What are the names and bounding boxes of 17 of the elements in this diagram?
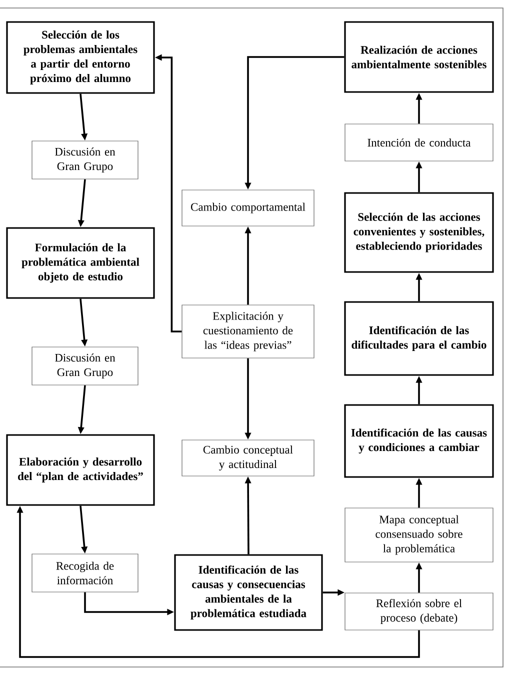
intermediate-box: Cambio comportamental (182, 190, 314, 226)
intermediate-box: Intención de conducta (344, 124, 494, 162)
process-box: Identificación de las causas y condiciones a cambiar (344, 404, 494, 478)
process-box: Formulación de la problemática ambiental objeto de estudio (6, 227, 155, 299)
intermediate-box: Explicitación y cuestionamiento de las “ideas previas” (182, 304, 314, 358)
process-box: Realización de acciones ambientalmente sostenibles (344, 21, 494, 93)
process-box: Selección de las acciones convenientes y sostenibles, estableciendo prioridades (344, 192, 494, 273)
process-box: Selección de los problemas ambientales a partir del entorno próximo del alumno (6, 21, 155, 94)
intermediate-box: Discusión en Gran Grupo (32, 346, 138, 386)
intermediate-box: Discusión en Gran Grupo (32, 140, 138, 180)
intermediate-box: Mapa conceptual consensuado sobre la problemática (344, 508, 494, 562)
intermediate-box: Reflexión sobre el proceso (debate) (344, 592, 494, 630)
process-box: Elaboración y desarrollo del “plan de actividades” (6, 434, 155, 506)
intermediate-box: Cambio conceptual y actitudinal (182, 440, 314, 476)
process-box: Identificación de las dificultades para el cambio (344, 301, 494, 376)
intermediate-box: Recogida de información (32, 554, 138, 592)
process-box: Identificación de las causas y consecuencias ambientales de la problemática estudiada (174, 554, 323, 631)
